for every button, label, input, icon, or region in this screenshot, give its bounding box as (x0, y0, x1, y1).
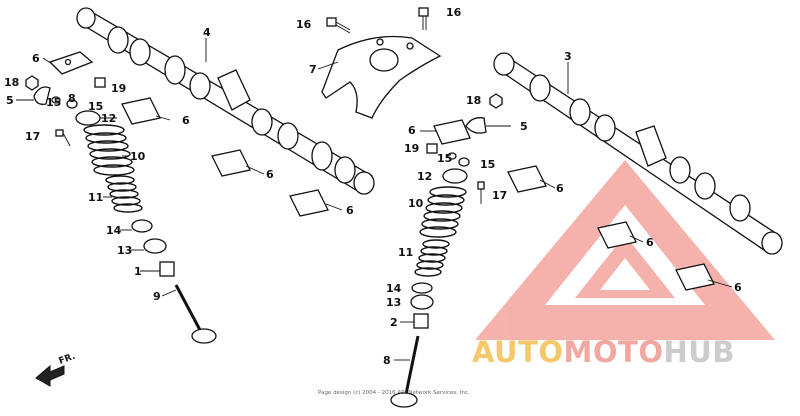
camshaft-right (493, 52, 783, 255)
bolt-16-a (326, 17, 351, 34)
nut-18-left (25, 75, 39, 91)
rocker-holder-left-6 (48, 51, 94, 75)
callouts-top: 16 16 7 (296, 6, 462, 76)
rocker-holder-right-6c (597, 221, 637, 249)
callout-8: 8 (383, 354, 391, 367)
watermark-wordmark: AUTOMOTOHUB (472, 335, 735, 369)
callout-6: 6 (346, 204, 354, 217)
pin-19-right (426, 143, 438, 154)
rocker-holder-left-6b (121, 97, 161, 125)
callout-5: 5 (520, 120, 528, 133)
callout-15: 15 (437, 152, 452, 165)
rocker-arm-5-right (465, 117, 487, 134)
rocker-holder-left-6d (289, 189, 329, 217)
rocker-holder-left-6c (211, 149, 251, 177)
callout-16: 16 (296, 18, 312, 31)
nut-18-right (489, 93, 503, 109)
seat-14-right (411, 282, 433, 294)
cam-sprocket-bracket (321, 35, 442, 119)
callout-9: 9 (153, 290, 161, 303)
bolt-17-left (55, 129, 71, 147)
callout-11: 11 (398, 246, 413, 259)
camshaft-left (76, 7, 375, 195)
callout-6: 6 (556, 182, 564, 195)
callout-11: 11 (88, 191, 103, 204)
retainer-12-right (442, 168, 468, 184)
pin-19-left (94, 77, 106, 88)
valve-9-left (174, 284, 217, 344)
callout-14: 14 (106, 224, 122, 237)
callout-15: 15 (480, 158, 495, 171)
callout-19: 19 (111, 82, 126, 95)
callout-3: 3 (564, 50, 572, 63)
copyright-notice: Page design (c) 2004 - 2016 ARI Network … (318, 390, 470, 396)
rocker-holder-right-6d (675, 263, 715, 291)
spring-outer-10-left (83, 124, 135, 176)
callout-6: 6 (182, 114, 190, 127)
rocker-holder-right-6a (433, 119, 471, 145)
callout-18: 18 (466, 94, 481, 107)
bolt-16-b (418, 7, 429, 30)
bolt-17-right (477, 181, 485, 204)
valve-8-right (390, 335, 420, 408)
callout-6: 6 (734, 281, 742, 294)
callout-18: 18 (4, 76, 19, 89)
callout-8: 8 (68, 92, 76, 105)
watermark-word-moto: MOTO (563, 335, 664, 369)
callout-10: 10 (130, 150, 146, 163)
callout-1: 1 (134, 265, 142, 278)
seal-13-left (143, 238, 167, 254)
spring-outer-10-right (419, 186, 467, 238)
callout-16: 16 (446, 6, 462, 19)
direction-label: FR. (58, 352, 77, 367)
callout-5: 5 (6, 94, 14, 107)
callout-15: 15 (46, 96, 61, 109)
rocker-arm-5-left (33, 86, 51, 105)
callout-7: 7 (309, 63, 317, 76)
callout-15: 15 (88, 100, 103, 113)
callout-14: 14 (386, 282, 402, 295)
callout-13: 13 (386, 296, 401, 309)
callouts-right: 3 18 5 6 19 15 15 12 17 6 10 11 6 14 13 … (383, 50, 742, 367)
callouts-left: 6 18 5 15 8 15 19 12 17 10 11 14 13 1 9 … (4, 26, 354, 303)
retainer-12-left (75, 110, 101, 126)
callout-6: 6 (646, 236, 654, 249)
callout-6: 6 (32, 52, 40, 65)
rocker-holder-right-6b (507, 165, 547, 193)
callout-4: 4 (203, 26, 211, 39)
leader-lines (16, 38, 733, 361)
callout-10: 10 (408, 197, 424, 210)
guide-1-left (159, 261, 175, 277)
shim-15-right (447, 152, 470, 167)
callout-12: 12 (417, 170, 432, 183)
watermark-word-hub: HUB (663, 335, 735, 369)
callout-12: 12 (101, 112, 116, 125)
seal-13-right (410, 294, 434, 310)
guide-2-right (413, 313, 429, 329)
watermark-triangle-logo (475, 160, 775, 340)
callout-6: 6 (266, 168, 274, 181)
spring-inner-11-right (414, 239, 450, 277)
watermark-word-auto: AUTO (472, 335, 564, 369)
seat-14-left (131, 219, 153, 233)
callout-17: 17 (492, 189, 507, 202)
shim-15-left (51, 96, 78, 109)
callout-17: 17 (25, 130, 40, 143)
callout-13: 13 (117, 244, 132, 257)
callout-19: 19 (404, 142, 419, 155)
front-direction-arrow: FR. (35, 352, 77, 387)
callout-2: 2 (390, 316, 398, 329)
spring-inner-11-left (105, 175, 143, 213)
callout-6: 6 (408, 124, 416, 137)
